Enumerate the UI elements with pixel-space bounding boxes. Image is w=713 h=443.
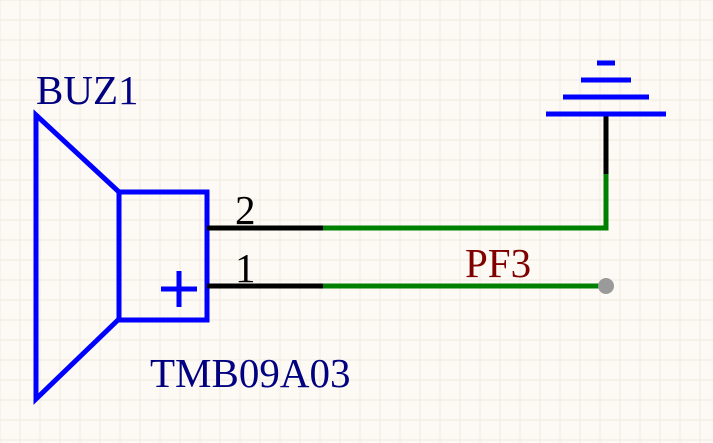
buzzer-horn-outline — [33, 109, 121, 405]
net-label[interactable]: PF3 — [465, 240, 532, 286]
ground-symbol[interactable] — [546, 60, 666, 174]
buzzer-symbol[interactable] — [33, 109, 210, 405]
component-value[interactable]: TMB09A03 — [150, 350, 351, 396]
pin-2-number: 2 — [235, 187, 256, 233]
pin-1-number: 1 — [235, 245, 256, 291]
wire-pin2-to-ground[interactable] — [323, 174, 609, 231]
component-designator[interactable]: BUZ1 — [36, 67, 139, 113]
net-endpoint-dot[interactable] — [598, 278, 614, 294]
buzzer-body — [116, 189, 210, 323]
